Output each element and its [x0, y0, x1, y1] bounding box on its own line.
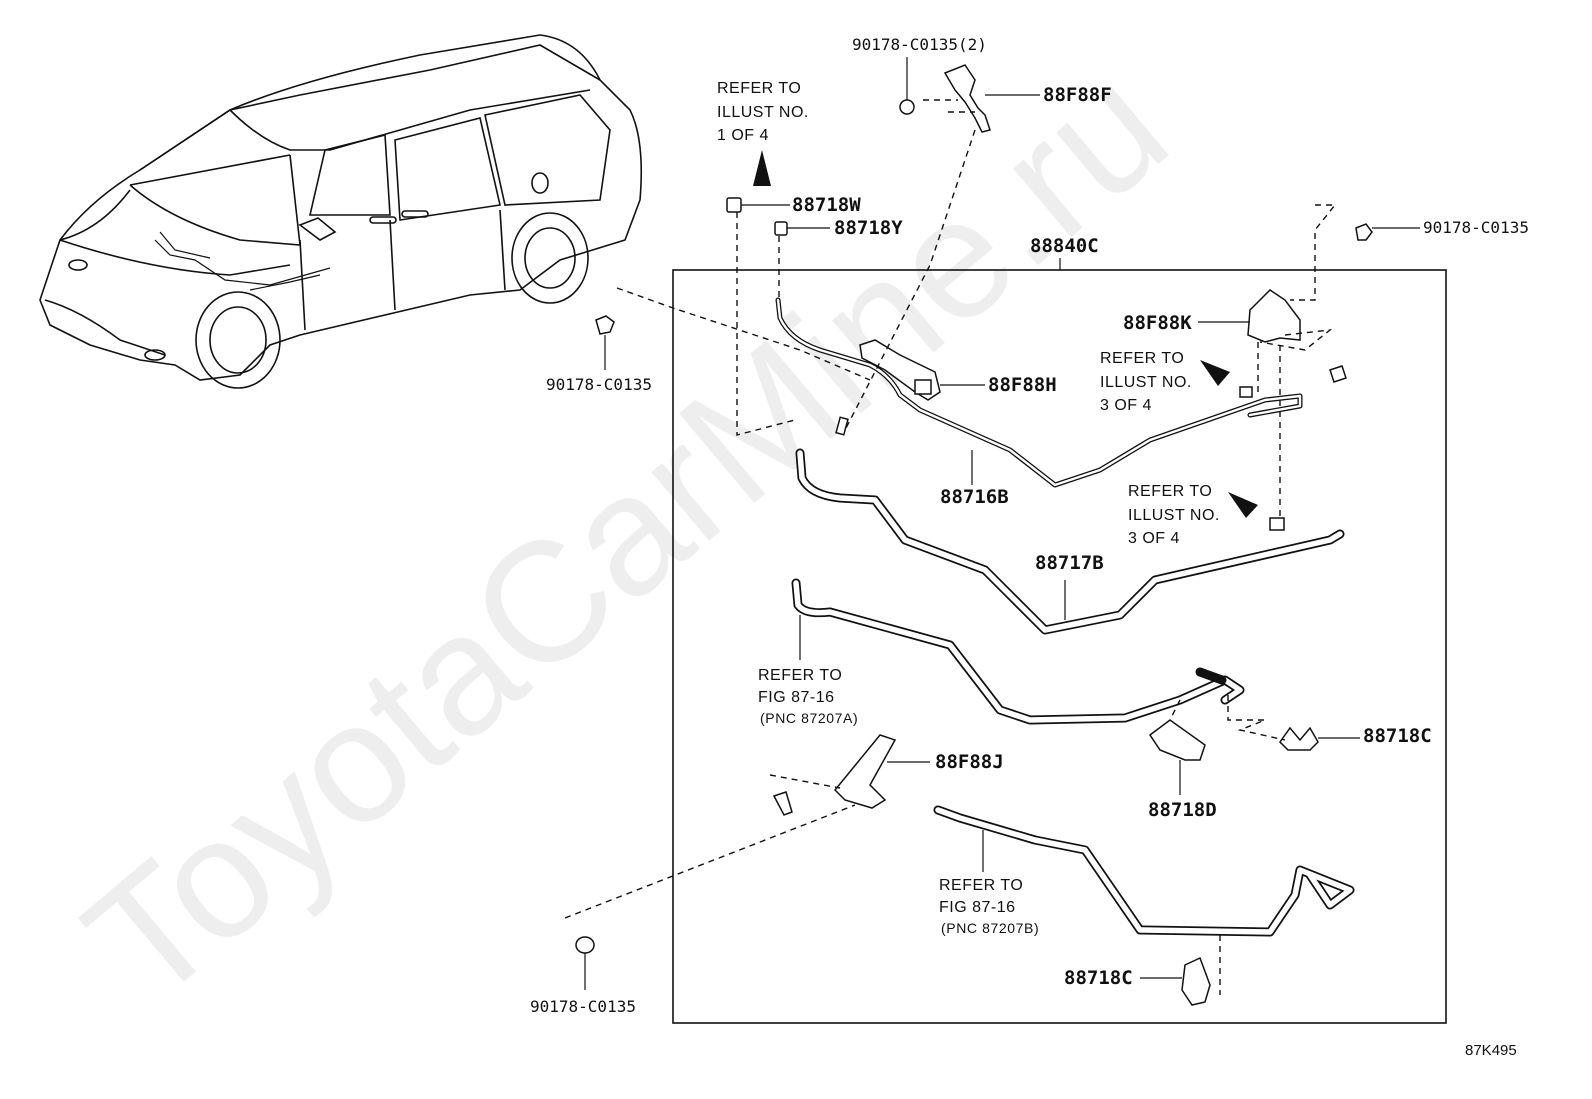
tube-88716b: [775, 297, 1303, 488]
hose-88717b: [795, 448, 1345, 635]
grommet-w-part: [726, 197, 742, 213]
bracket-88f88f-part: [943, 64, 991, 133]
ref-fig-a: REFER TO FIG 87-16 (PNC 87207A): [758, 667, 858, 726]
label-clamp-88718c-right: 88718C: [1363, 725, 1432, 747]
grommet-lower-part: [1269, 517, 1285, 531]
ref-illust-3a: REFER TO ILLUST NO. 3 OF 4: [1100, 350, 1192, 414]
ref-illust-1-line1: REFER TO: [717, 80, 801, 97]
ref-fig-b-line1: REFER TO: [939, 877, 1023, 894]
watermark-text: ToyotaCarMine.ru: [52, 30, 1202, 1038]
label-clamp-88718d: 88718D: [1148, 799, 1217, 821]
ref-fig-a-line1: REFER TO: [758, 667, 842, 684]
group-code-label: 88840C: [1030, 235, 1099, 257]
label-clamp-88718c-bottom: 88718C: [1064, 967, 1133, 989]
dashed-connectors: [564, 99, 1337, 995]
ref-illust-3b-line3: 3 OF 4: [1128, 530, 1180, 547]
clamp-88718d-part: [1148, 719, 1206, 761]
leader-lines: [584, 57, 1420, 990]
arrow-ne-icon: [1200, 360, 1230, 386]
label-tube-88716b: 88716B: [940, 486, 1009, 508]
clip-top-part: [899, 99, 915, 115]
label-grommet-88718w: 88718W: [792, 194, 861, 216]
bracket-88f88k-part: [1247, 289, 1301, 343]
label-clip-right: 90178-C0135: [1423, 218, 1529, 237]
clip-left-part: [595, 315, 615, 335]
clamp-88718c-right-part: [1279, 726, 1319, 751]
hose-87207b: [933, 805, 1355, 937]
label-clip-top: 90178-C0135(2): [852, 35, 987, 54]
ref-illust-3b: REFER TO ILLUST NO. 3 OF 4: [1128, 483, 1220, 547]
label-bracket-88f88j: 88F88J: [935, 751, 1004, 773]
label-bracket-88f88k: 88F88K: [1123, 312, 1192, 334]
ref-illust-3b-line1: REFER TO: [1128, 483, 1212, 500]
arrow-up-icon: [753, 150, 771, 186]
label-grommet-88718y: 88718Y: [834, 217, 903, 239]
ref-fig-b-line3: (PNC 87207B): [941, 920, 1039, 936]
diagram-id: 87K495: [1465, 1042, 1517, 1059]
clip-bottom-part: [575, 936, 595, 954]
ref-fig-b: REFER TO FIG 87-16 (PNC 87207B): [939, 877, 1039, 936]
ref-illust-1-line2: ILLUST NO.: [717, 104, 809, 121]
ref-illust-3a-line1: REFER TO: [1100, 350, 1184, 367]
ref-fig-b-line2: FIG 87-16: [939, 899, 1016, 916]
ref-illust-3b-line2: ILLUST NO.: [1128, 507, 1220, 524]
label-clip-left: 90178-C0135: [546, 375, 652, 394]
label-hose-88717b: 88717B: [1035, 552, 1104, 574]
bolt-k-part: [1329, 365, 1347, 383]
label-bracket-88f88h: 88F88H: [988, 374, 1057, 396]
ref-illust-3a-line2: ILLUST NO.: [1100, 374, 1192, 391]
ref-fig-a-line2: FIG 87-16: [758, 689, 835, 706]
clamp-88718c-bottom-part: [1181, 956, 1211, 1006]
label-clip-bottom: 90178-C0135: [530, 997, 636, 1016]
vehicle-illustration: [39, 34, 642, 389]
arrow-ne2-icon: [1228, 492, 1258, 518]
label-bracket-88f88f: 88F88F: [1043, 84, 1112, 106]
ref-fig-a-line3: (PNC 87207A): [760, 710, 858, 726]
clip-right-part: [1355, 223, 1373, 241]
grommet-y-part: [774, 221, 788, 236]
ref-illust-1: REFER TO ILLUST NO. 1 OF 4: [717, 80, 809, 144]
grommet-upper-part: [1239, 386, 1253, 398]
bracket-88f88j-part: [772, 734, 897, 816]
hose-87207a: [791, 578, 1245, 725]
ref-illust-3a-line3: 3 OF 4: [1100, 397, 1152, 414]
ref-illust-1-line3: 1 OF 4: [717, 127, 769, 144]
